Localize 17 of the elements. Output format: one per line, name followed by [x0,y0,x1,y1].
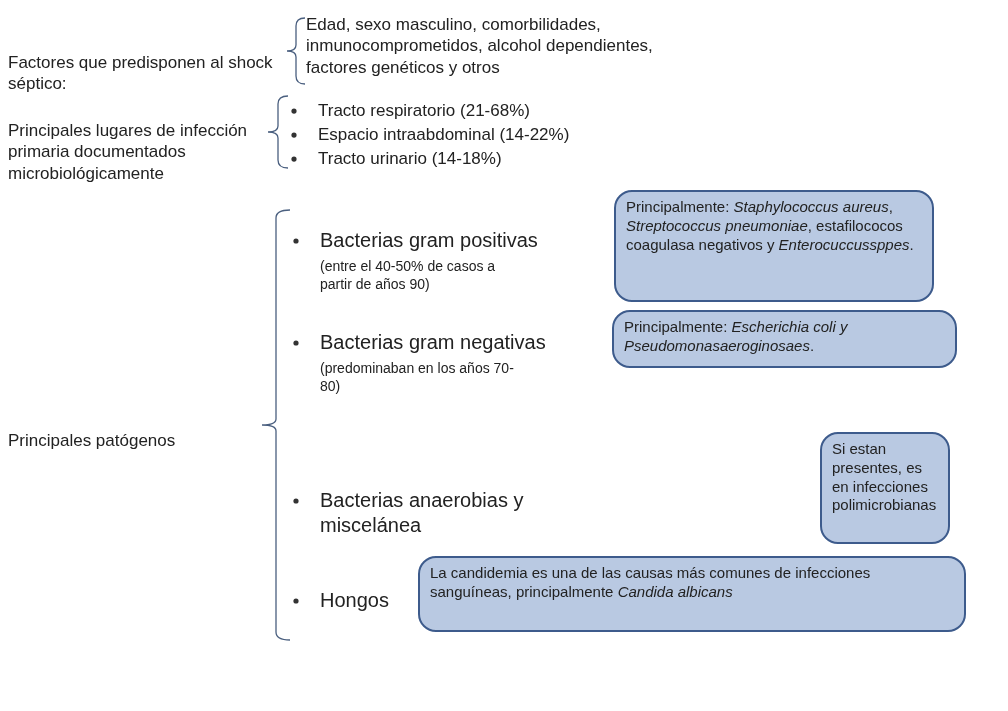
category-text: Bacterias gram negativas [320,330,547,355]
note-text: (entre el 40-50% de casos a partir de años 90) [320,258,497,293]
list-item-text: Tracto urinario (14-18%) [318,148,503,170]
note-box: Principalmente: Escherichia coli y Pseudomonasaeroginosaes. [612,310,957,368]
category-text: Bacterias anaerobias y miscelánea [320,488,525,538]
heading-text: Principales patógenos [8,430,177,452]
heading-text: Principales lugares de infección primaria documentados microbiológicamente [8,120,249,184]
category-text: Bacterias gram positivas [320,228,539,253]
list-item-text: Espacio intraabdominal (14-22%) [318,124,571,146]
heading-text: Factores que predisponen al shock séptico: [8,52,274,95]
note-box: Si estan presentes, es en infecciones polimicrobianas [820,432,950,544]
factor-list-text: Edad, sexo masculino, comorbilidades, inmunocomprometidos, alcohol dependientes, factores genéticos y otros [306,14,654,78]
note-box: La candidemia es una de las causas más comunes de infecciones sanguíneas, principalmente Candida albicans [418,556,966,632]
list-item-text: Tracto respiratorio (21-68%) [318,100,531,122]
note-text: (predominaban en los años 70-80) [320,360,515,395]
note-box: Principalmente: Staphylococcus aureus, Streptococcus pneumoniae, estafilococos coagulasa negativos y Enterocuccussppes. [614,190,934,302]
category-text: Hongos [320,588,390,613]
